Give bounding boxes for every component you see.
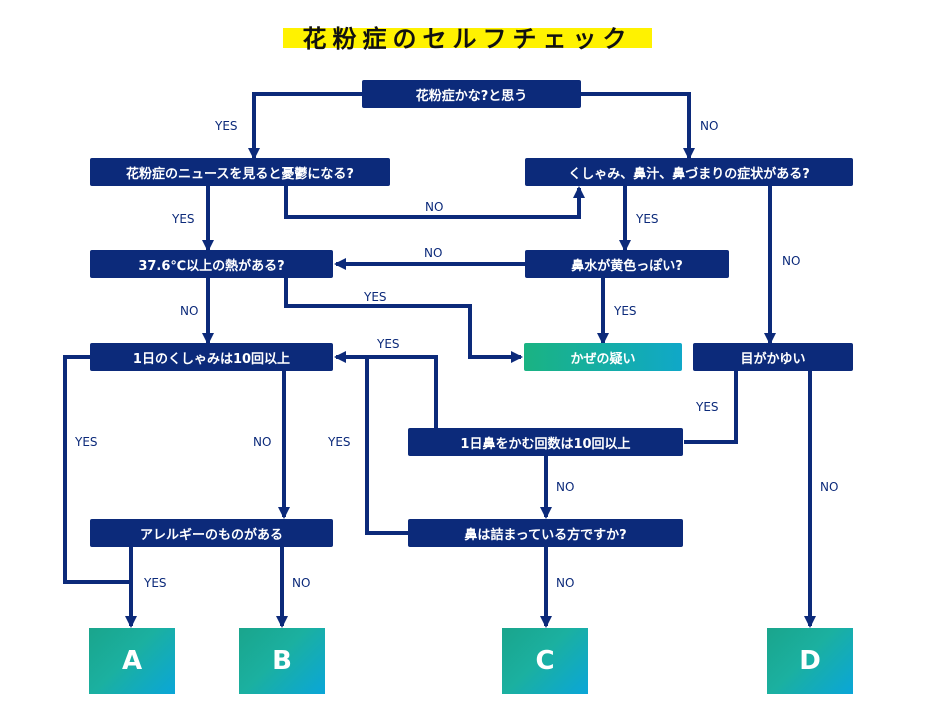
node-fever: 37.6℃以上の熱がある? bbox=[90, 250, 333, 278]
label-blow-no: NO bbox=[556, 480, 575, 494]
label-stuffy-yes: YES bbox=[328, 435, 351, 449]
arrow-itchy-blow bbox=[684, 371, 738, 444]
label-yellow-no: NO bbox=[424, 246, 443, 260]
node-cold: かぜの疑い bbox=[524, 343, 682, 371]
node-start: 花粉症かな?と思う bbox=[362, 80, 581, 108]
label-symptoms-yes: YES bbox=[636, 212, 659, 226]
outcome-c: C bbox=[502, 628, 588, 694]
label-start-no: NO bbox=[700, 119, 719, 133]
node-yellow: 鼻水が黄色っぽい? bbox=[525, 250, 729, 278]
label-sneeze-yes: YES bbox=[75, 435, 98, 449]
arrow-fever-cold bbox=[284, 278, 523, 363]
outcome-d: D bbox=[767, 628, 853, 694]
label-allergy-yes: YES bbox=[144, 576, 167, 590]
arrow-stuffy-sneeze bbox=[365, 357, 408, 535]
label-start-yes: YES bbox=[215, 119, 238, 133]
node-symptoms: くしゃみ、鼻汁、鼻づまりの症状がある? bbox=[525, 158, 853, 186]
node-allergy: アレルギーのものがある bbox=[90, 519, 333, 547]
label-news-no: NO bbox=[425, 200, 444, 214]
label-itchy-no: NO bbox=[820, 480, 839, 494]
page-title: 花粉症のセルフチェック bbox=[302, 25, 633, 53]
node-stuffy: 鼻は詰まっている方ですか? bbox=[408, 519, 683, 547]
label-sneeze-no: NO bbox=[253, 435, 272, 449]
arrow-sneeze-a bbox=[63, 355, 137, 628]
node-itchy: 目がかゆい bbox=[693, 343, 853, 371]
title-block: 花粉症のセルフチェック bbox=[283, 20, 652, 53]
label-fever-yes: YES bbox=[364, 290, 387, 304]
arrow-start-news bbox=[248, 92, 362, 160]
arrow-blow-sneeze bbox=[334, 351, 438, 428]
label-blow-yes: YES bbox=[377, 337, 400, 351]
arrow-start-symptoms bbox=[581, 92, 695, 160]
label-allergy-no: NO bbox=[292, 576, 311, 590]
arrow-news-symptoms bbox=[284, 186, 585, 219]
label-fever-no: NO bbox=[180, 304, 199, 318]
title-highlight bbox=[283, 28, 652, 48]
node-sneeze: 1日のくしゃみは10回以上 bbox=[90, 343, 333, 371]
outcome-a: A bbox=[89, 628, 175, 694]
label-itchy-yes: YES bbox=[696, 400, 719, 414]
label-yellow-yes: YES bbox=[614, 304, 637, 318]
node-news: 花粉症のニュースを見ると憂鬱になる? bbox=[90, 158, 390, 186]
label-stuffy-no: NO bbox=[556, 576, 575, 590]
outcome-b: B bbox=[239, 628, 325, 694]
label-news-yes: YES bbox=[172, 212, 195, 226]
label-symptoms-no: NO bbox=[782, 254, 801, 268]
node-blow: 1日鼻をかむ回数は10回以上 bbox=[408, 428, 683, 456]
